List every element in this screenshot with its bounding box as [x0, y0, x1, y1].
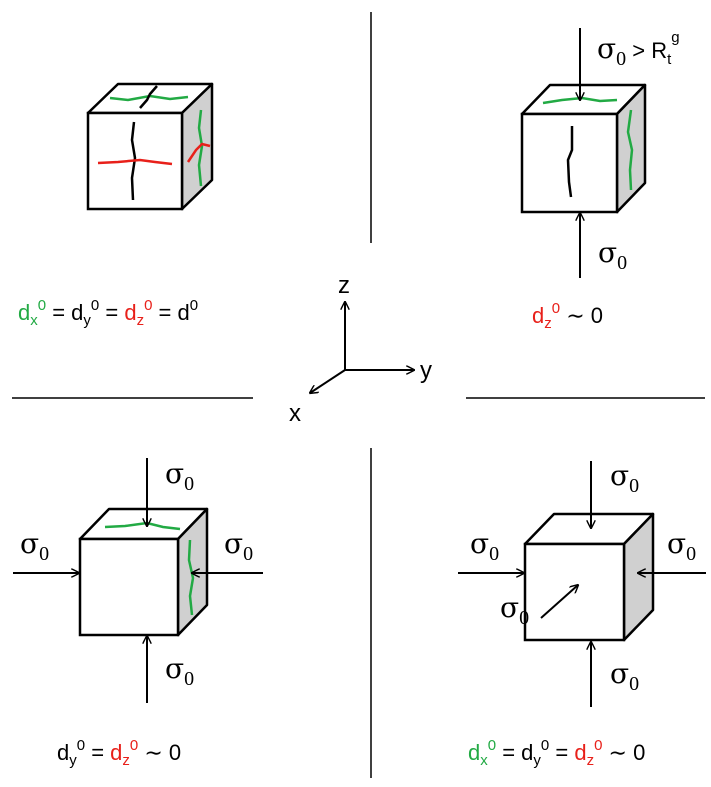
stress-label-q4-left: σ0: [470, 527, 499, 565]
arrow-q4-x: [540, 585, 578, 619]
cube-top-left: [86, 82, 214, 211]
crack-black-top: [139, 85, 158, 109]
cube-bottom-left: [78, 507, 209, 637]
cube-top-right: [520, 83, 647, 214]
crack-black-front: [130, 121, 137, 201]
stress-label-q4-bottom: σ0: [610, 657, 639, 695]
y-axis-label: y: [420, 357, 432, 384]
x-axis: [310, 369, 346, 393]
axes: z y x: [289, 272, 432, 427]
label-q2: dz0 ∼ 0: [532, 300, 603, 332]
z-axis-label: z: [338, 272, 350, 299]
stress-label-q4-top: σ0: [610, 459, 639, 497]
stress-label-q3-left: σ0: [20, 527, 49, 565]
stress-label-q2-bottom: σ0: [598, 236, 627, 274]
stress-label-q4-inside: σ0: [500, 591, 529, 629]
label-q3: dy0 = dz0 ∼ 0: [57, 737, 181, 769]
label-q4: dx0 = dy0 = dz0 ∼ 0: [468, 737, 645, 769]
crack-green-side: [197, 109, 204, 187]
stress-label-q3-bottom: σ0: [165, 652, 194, 690]
label-q1: dx0 = dy0 = dz0 = d0: [18, 297, 198, 329]
cube-bottom-right: [523, 512, 655, 642]
crack-green-side: [626, 109, 634, 191]
stress-label-q4-right: σ0: [667, 527, 696, 565]
cube-front-face: [78, 537, 180, 637]
x-axis-label: x: [289, 400, 301, 427]
crack-black-front: [566, 126, 574, 198]
crack-green-side: [187, 539, 195, 616]
cube-front-face: [520, 112, 619, 214]
stress-label-q3-top: σ0: [165, 457, 194, 495]
crack-red-side: [186, 142, 211, 163]
stress-threshold-label: σ0 > Rtg: [597, 29, 680, 70]
cube-front-face: [523, 542, 626, 642]
crack-red-front: [97, 158, 173, 166]
stress-label-q3-right: σ0: [224, 527, 253, 565]
